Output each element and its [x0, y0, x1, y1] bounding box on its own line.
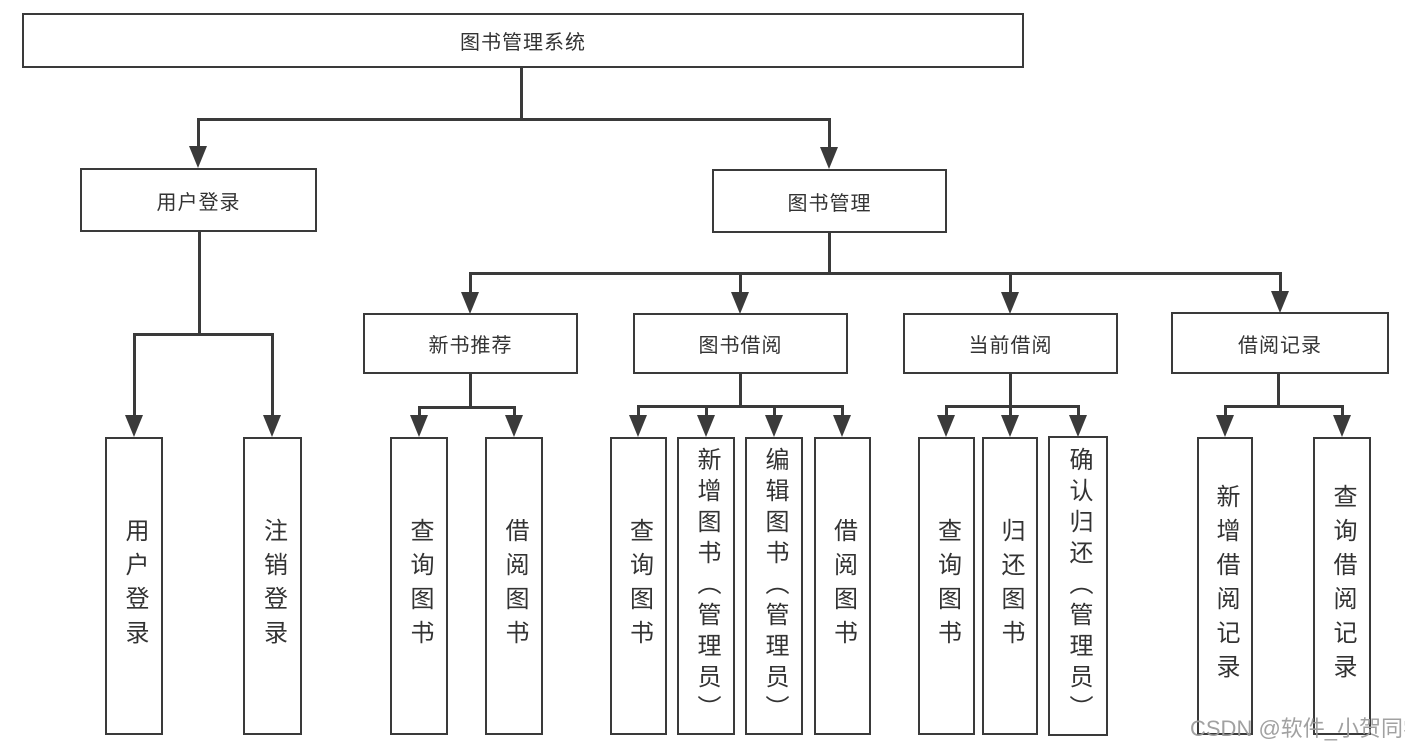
connector-br-stem: [1276, 374, 1280, 407]
node-user-login-label: 用户登录: [156, 191, 241, 214]
node-borrow-records: 借阅记录: [1171, 312, 1389, 374]
leaf-bb-edit-books-admin-label: 编辑图书（管理员）: [761, 446, 788, 726]
leaf-cb-confirm-return-admin: 确认归还（管理员）: [1048, 436, 1108, 736]
arrow-to-leaf-bb-edit: [765, 415, 783, 437]
leaf-cb-return-books-label: 归还图书: [997, 518, 1024, 654]
connector-nb-stem: [468, 374, 472, 408]
connector-br-drop-1: [1223, 405, 1227, 418]
csdn-watermark: CSDN @软件_小贺同学: [1190, 716, 1405, 741]
connector-bb-stem: [738, 374, 742, 407]
connector-cb-drop-2: [1008, 405, 1012, 418]
arrow-to-leaf-cb-return: [1001, 415, 1019, 437]
leaf-br-add-record-label: 新增借阅记录: [1212, 484, 1239, 688]
arrow-to-book-management: [820, 147, 838, 169]
leaf-br-query-record: 查询借阅记录: [1313, 437, 1371, 735]
leaf-nb-borrow-books: 借阅图书: [485, 437, 543, 735]
connector-bb-drop-4: [840, 405, 844, 418]
arrow-to-leaf-logout: [263, 415, 281, 437]
connector-bb-drop-3: [772, 405, 776, 418]
arrow-to-leaf-br-query: [1333, 415, 1351, 437]
node-book-borrow: 图书借阅: [633, 313, 848, 374]
node-root: 图书管理系统: [22, 13, 1024, 68]
leaf-br-add-record: 新增借阅记录: [1197, 437, 1253, 735]
leaf-bb-add-books-admin-label: 新增图书（管理员）: [693, 446, 720, 726]
arrow-to-user-login: [189, 146, 207, 168]
leaf-br-query-record-label: 查询借阅记录: [1329, 484, 1356, 688]
leaf-nb-query-books: 查询图书: [390, 437, 448, 735]
connector-root-stem: [519, 68, 523, 120]
arrow-to-current-borrow: [1001, 292, 1019, 314]
connector-bb-rail: [636, 404, 844, 408]
connector-userlogin-drop-2: [270, 333, 274, 418]
connector-br-drop-2: [1340, 405, 1344, 418]
node-book-management-label: 图书管理: [787, 192, 872, 215]
node-user-login: 用户登录: [80, 168, 317, 232]
connector-bb-drop-2: [704, 405, 708, 418]
leaf-cb-query-books: 查询图书: [918, 437, 975, 735]
node-new-book-recommend-label: 新书推荐: [428, 335, 513, 357]
arrow-to-new-book-recommend: [461, 292, 479, 314]
node-root-label: 图书管理系统: [460, 32, 586, 54]
leaf-bb-query-books-label: 查询图书: [625, 518, 653, 654]
node-current-borrow-label: 当前借阅: [968, 335, 1053, 357]
connector-bookmgmt-drop-3: [1008, 272, 1012, 295]
arrow-to-leaf-br-add: [1216, 415, 1234, 437]
connector-bb-drop-1: [636, 405, 640, 418]
leaf-user-login-label: 用户登录: [121, 518, 148, 654]
leaf-logout-label: 注销登录: [259, 518, 287, 654]
node-current-borrow: 当前借阅: [903, 313, 1118, 374]
arrow-to-leaf-cb-confirm: [1069, 415, 1087, 437]
connector-nb-drop-2: [512, 406, 516, 418]
node-new-book-recommend: 新书推荐: [363, 313, 578, 374]
connector-br-rail: [1223, 404, 1344, 408]
leaf-bb-add-books-admin: 新增图书（管理员）: [677, 437, 735, 735]
leaf-logout: 注销登录: [243, 437, 302, 735]
arrow-to-leaf-user-login: [125, 415, 143, 437]
arrow-to-book-borrow: [731, 292, 749, 314]
leaf-nb-borrow-books-label: 借阅图书: [501, 518, 528, 654]
connector-userlogin-rail: [132, 332, 274, 336]
connector-bookmgmt-drop-4: [1278, 272, 1282, 295]
connector-userlogin-stem: [197, 232, 201, 335]
connector-cb-drop-1: [944, 405, 948, 418]
leaf-bb-query-books: 查询图书: [610, 437, 667, 735]
node-book-borrow-label: 图书借阅: [698, 335, 783, 357]
leaf-bb-borrow-books: 借阅图书: [814, 437, 871, 735]
connector-cb-drop-3: [1076, 405, 1080, 418]
connector-bookmgmt-drop-1: [468, 272, 472, 295]
leaf-nb-query-books-label: 查询图书: [406, 518, 433, 654]
connector-nb-drop-1: [417, 406, 421, 418]
arrow-to-leaf-bb-add: [697, 415, 715, 437]
connector-bookmgmt-rail: [468, 271, 1282, 275]
arrow-to-leaf-cb-query: [937, 415, 955, 437]
arrow-to-borrow-records: [1271, 291, 1289, 313]
connector-root-right-drop: [827, 118, 831, 149]
leaf-user-login: 用户登录: [105, 437, 163, 735]
connector-bookmgmt-drop-2: [738, 272, 742, 295]
leaf-cb-return-books: 归还图书: [982, 437, 1038, 735]
arrow-to-leaf-bb-query: [629, 415, 647, 437]
connector-bookmgmt-stem: [827, 233, 831, 273]
connector-cb-rail: [944, 404, 1080, 408]
leaf-cb-query-books-label: 查询图书: [933, 518, 961, 654]
arrow-to-leaf-nb-borrow: [505, 415, 523, 437]
connector-userlogin-drop-1: [132, 333, 136, 418]
leaf-bb-edit-books-admin: 编辑图书（管理员）: [745, 437, 803, 735]
connector-cb-stem: [1008, 374, 1012, 407]
arrow-to-leaf-bb-borrow: [833, 415, 851, 437]
node-book-management: 图书管理: [712, 169, 947, 233]
connector-root-left-drop: [196, 118, 200, 149]
node-borrow-records-label: 借阅记录: [1238, 334, 1322, 357]
leaf-cb-confirm-return-admin-label: 确认归还（管理员）: [1065, 446, 1092, 726]
connector-nb-rail: [417, 405, 516, 409]
arrow-to-leaf-nb-query: [410, 415, 428, 437]
leaf-bb-borrow-books-label: 借阅图书: [829, 518, 857, 654]
connector-root-rail: [196, 117, 831, 121]
